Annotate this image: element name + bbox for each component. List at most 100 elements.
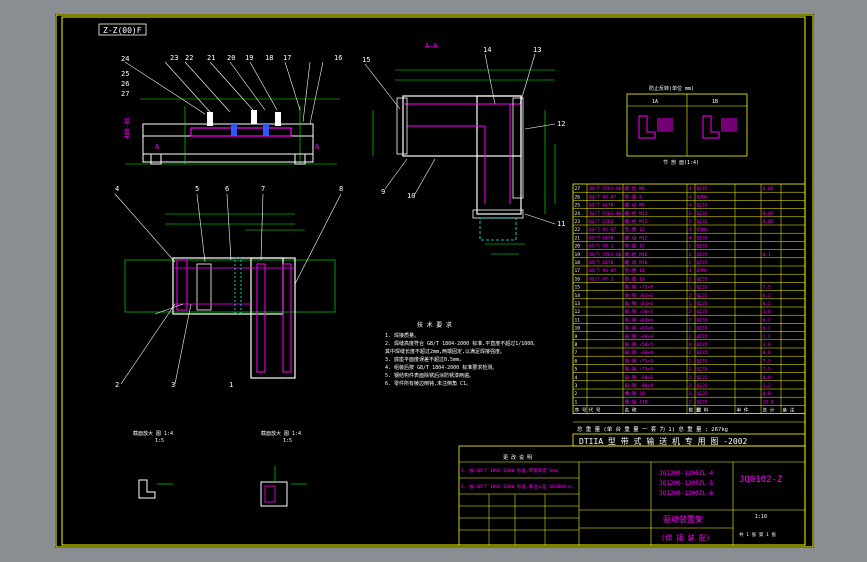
bom-cell: Q235 — [697, 301, 708, 307]
notes-line-4: 3. 底座平面度误差不超过0.5mm。 — [385, 356, 464, 363]
bom-cell: 角 钢 ∠63×6 — [625, 300, 654, 307]
svg-text:6: 6 — [225, 185, 229, 193]
cad-drawing: Z-Z(00)F 24 25 26 27 23 22 21 20 19 — [55, 14, 814, 548]
detail-left-scale: 1:5 — [155, 438, 164, 444]
bom-cell: 2 — [689, 317, 692, 323]
detail-right-title: 截面放大 图 1:4 — [261, 430, 301, 437]
svg-text:1: 1 — [229, 381, 233, 389]
bom-cell: 4 — [689, 186, 692, 192]
bom-cell: Q235 — [697, 252, 708, 258]
bom-cell: 4 — [689, 235, 692, 241]
bom-cell: 8 — [575, 342, 578, 348]
svg-text:14: 14 — [483, 46, 491, 54]
front-view: 4 5 6 7 8 2 3 1 — [114, 185, 343, 389]
svg-text:27: 27 — [121, 90, 129, 98]
bom-cell: 角 钢 ∠75×8 — [625, 284, 654, 291]
bom-cell: 7 — [575, 350, 578, 356]
bom-cell: 6.2 — [763, 301, 772, 307]
bom-cell: 4 — [689, 227, 692, 233]
svg-text:24: 24 — [121, 55, 129, 63]
bom-cell: 2 — [689, 334, 692, 340]
drawing-number: JQ0102-Z — [739, 475, 783, 485]
bom-cell: 65Mn — [697, 268, 708, 274]
bom-cell: 螺 栓 M16 — [625, 251, 648, 258]
bom-cell: Q235 — [697, 342, 708, 348]
bom-cell: 20 — [575, 244, 581, 250]
bom-cell: 螺 母 M12 — [625, 234, 648, 241]
bom-cell: 3 — [575, 383, 578, 389]
bom-cell: 21 — [575, 235, 581, 241]
bom-cell: 扁 钢 -60×6 — [625, 349, 654, 356]
svg-text:17: 17 — [283, 54, 291, 62]
inset-right-label: 1B — [712, 99, 718, 105]
bom-cell: 2 — [689, 358, 692, 364]
svg-text:7: 7 — [261, 185, 265, 193]
svg-text:488-05: 488-05 — [124, 117, 131, 139]
bom-cell: GB/T 97.1 — [589, 244, 614, 250]
bom-cell: 6 — [575, 358, 578, 364]
bom-cell: 19 — [575, 252, 581, 258]
bom-cell: 螺 栓 M12 — [625, 218, 648, 225]
notes-line-7: 6. 零件所有棱边倒钝,未注倒角 C1。 — [385, 380, 471, 387]
bom-cell: 4 — [689, 203, 692, 209]
drawing-title: 驱动装置架 — [663, 514, 703, 524]
bom-cell: 4 — [575, 375, 578, 381]
bom-cell: 2 — [689, 252, 692, 258]
bom-cell: 14 — [575, 293, 581, 299]
section-detail-left: 截面放大 图 1:4 1:5 — [133, 430, 173, 499]
project-band: 总 重 量 (单 台 重 量 一 套 为 1) 总 重 量 : 267kg DT… — [572, 421, 806, 447]
bom-cell: GB/T 6170 — [589, 260, 614, 266]
bom-cell: Q235 — [697, 244, 708, 250]
bom-cell: Q235 — [697, 358, 708, 364]
bom-cell: 25 — [575, 203, 581, 209]
bom-cell: Q235 — [697, 276, 708, 282]
bom-cell: 螺 栓 M12 — [625, 210, 648, 217]
bom-cell: 扁 钢 -60×6 — [625, 374, 654, 381]
bom-cell: Q235 — [697, 285, 708, 291]
bom-cell: Q235 — [697, 260, 708, 266]
scale-value: 1:10 — [755, 514, 767, 520]
unit-name: (焊 接 装 配) — [661, 533, 710, 542]
bom-header-cell: 单 件 — [737, 407, 749, 414]
bom-cell: JB/T 5781-86 — [589, 252, 622, 258]
bom-cell: 6.2 — [763, 317, 772, 323]
svg-text:20: 20 — [227, 54, 235, 62]
bom-cell: 4 — [689, 268, 692, 274]
notes-line-6: 5. 钢结构件表面除锈后涂防锈漆两遍。 — [385, 372, 474, 379]
bom-cell: 垫 圈 16 — [625, 267, 645, 274]
bom-cell: 7.5 — [763, 367, 772, 373]
bom-cell: 角 钢 ∠50×5 — [625, 308, 654, 315]
svg-text:10: 10 — [407, 192, 415, 200]
corner-tag-box — [98, 23, 147, 36]
bom-cell: Q235 — [697, 309, 708, 315]
bom-header-cell: 备 注 — [783, 407, 795, 414]
bom-cell: 2 — [689, 260, 692, 266]
bom-cell: JB/T 5781-86 — [589, 211, 622, 217]
bom-cell: GB/T 97.1 — [589, 276, 614, 282]
bom-cell: 2 — [689, 244, 692, 250]
bom-cell: 2 — [689, 276, 692, 282]
bom-cell: 螺 母 M8 — [625, 202, 645, 209]
bom-cell: 4 — [689, 342, 692, 348]
bom-cell: GB/T 93-87 — [589, 194, 617, 200]
elevation-view-top-left: 24 25 26 27 23 22 21 20 19 18 17 16 A A … — [121, 54, 342, 165]
bom-cell: Q235 — [697, 375, 708, 381]
svg-text:18: 18 — [265, 54, 273, 62]
bom-cell: Q235 — [697, 391, 708, 397]
svg-text:2: 2 — [115, 381, 119, 389]
bom-cell: 6.2 — [763, 293, 772, 299]
bom-cell: 1.2 — [763, 383, 772, 389]
bom-cell: 3.8 — [763, 342, 772, 348]
svg-text:13: 13 — [533, 46, 541, 54]
part-number-3: JQ1200-1200ZL-6 — [659, 490, 714, 497]
bom-cell: 17 — [575, 268, 581, 274]
svg-text:A: A — [315, 143, 320, 151]
bom-cell: 65Mn — [697, 194, 708, 200]
bom-cell: 2 — [689, 350, 692, 356]
bom-cell: 2 — [689, 391, 692, 397]
part-number-1: JQ1200-1200ZL-4 — [659, 470, 714, 477]
revision-title: 更 改 说 明 — [503, 454, 532, 461]
bom-cell: GB/T 93-87 — [589, 268, 617, 274]
bom-cell: 扁 钢 -80×8 — [625, 382, 654, 389]
